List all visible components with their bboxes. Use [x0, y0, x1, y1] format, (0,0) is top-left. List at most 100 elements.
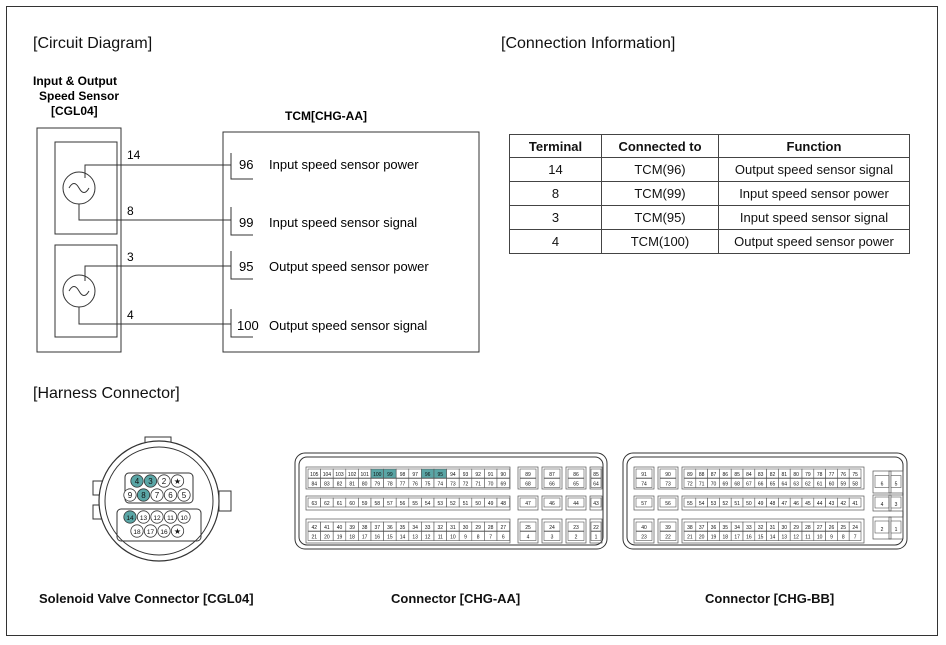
chg-bb-pin-label: 50	[746, 501, 752, 507]
chg-aa-pin	[496, 478, 510, 488]
chg-aa-pin-label: 7	[489, 534, 492, 540]
cgl04-caption: Solenoid Valve Connector [CGL04]	[39, 591, 254, 606]
chg-bb-pin-label: 77	[829, 472, 835, 478]
chg-bb-pin-label: 6	[881, 481, 884, 487]
cgl04-pin-label: 11	[167, 515, 174, 522]
chg-aa-pin-label: 77	[400, 481, 406, 487]
chg-aa-pin-label: 70	[488, 481, 494, 487]
table-cell: TCM(99)	[601, 181, 719, 206]
chg-aa-pin-label: 2	[575, 534, 578, 540]
chg-bb-pin-label: 37	[699, 525, 705, 531]
chg-bb-pin-label: 38	[687, 525, 693, 531]
sensor-housing	[36, 127, 122, 353]
chg-bb-pin-label: 88	[699, 472, 705, 478]
chg-aa-pin-label: 78	[387, 481, 393, 487]
tcm-label-96: Input speed sensor power	[269, 157, 419, 172]
cgl04-pin-label: ★	[174, 477, 181, 486]
table-header-connected-to: Connected to	[601, 134, 719, 158]
chg-bb-pin-label: 61	[817, 481, 823, 487]
chg-aa-pin	[519, 531, 537, 541]
chg-aa-pin-label: 4	[527, 534, 530, 540]
chg-bb-pin-label: 44	[817, 501, 823, 507]
chg-bb-pin	[848, 478, 862, 488]
chg-bb-pin-label: 48	[770, 501, 776, 507]
cgl04-pin-label: ★	[174, 527, 181, 536]
chg-bb-pin-label: 66	[758, 481, 764, 487]
cgl04-pin-label: 6	[168, 491, 173, 500]
chg-bb-pin-label: 34	[734, 525, 740, 531]
wire-8-99	[78, 204, 231, 221]
chg-aa-pin-label: 3	[551, 534, 554, 540]
chg-aa-pin-label: 99	[387, 472, 393, 478]
chg-aa-pin-label: 10	[450, 534, 456, 540]
chg-bb-pin-label: 43	[829, 501, 835, 507]
chg-bb-pin	[848, 521, 862, 532]
chg-aa-pin	[496, 521, 510, 532]
chg-aa-pin-label: 79	[375, 481, 381, 487]
chg-aa-pin-label: 91	[488, 472, 494, 478]
chg-bb-pin-label: 33	[746, 525, 752, 531]
sensor-title-line2: Speed Sensor	[39, 89, 119, 103]
chg-aa-pin-label: 101	[361, 472, 370, 478]
chg-bb-pin-label: 56	[665, 501, 671, 507]
chg-aa-pin-label: 47	[525, 501, 531, 507]
chg-aa-pin-label: 41	[324, 525, 330, 531]
chg-aa-pin-label: 82	[337, 481, 343, 487]
chg-aa-pin-label: 66	[549, 481, 555, 487]
chg-aa-pin-label: 40	[337, 525, 343, 531]
chg-bb-pin-label: 26	[829, 525, 835, 531]
chg-bb-pin-label: 45	[805, 501, 811, 507]
tcm-box	[222, 131, 480, 353]
chg-bb-pin-label: 70	[711, 481, 717, 487]
cgl04-pin	[177, 488, 191, 502]
chg-bb-pin-label: 67	[746, 481, 752, 487]
chg-aa-pin	[496, 497, 510, 508]
cgl04-pin-label: 18	[133, 529, 141, 536]
chg-bb-pin	[635, 478, 653, 488]
chg-aa-pin-label: 30	[463, 525, 469, 531]
chg-aa-pin-label: 48	[501, 501, 507, 507]
table-cell: Input speed sensor signal	[718, 205, 910, 230]
chg-aa-pin-label: 51	[463, 501, 469, 507]
chg-aa-pin-label: 8	[477, 534, 480, 540]
cgl04-pin	[143, 524, 158, 538]
chg-bb-pin-label: 76	[841, 472, 847, 478]
chg-bb-pin-label: 47	[782, 501, 788, 507]
chg-aa-pin-label: 9	[464, 534, 467, 540]
chg-aa-pin-label: 95	[438, 472, 444, 478]
chg-aa-pin-label: 105	[310, 472, 319, 478]
chg-bb-pin-label: 40	[641, 525, 647, 531]
input-speed-sensor-element	[54, 141, 118, 235]
table-row: 3 TCM(95) Input speed sensor signal	[509, 205, 910, 230]
chg-bb-pin-label: 55	[687, 501, 693, 507]
chg-aa-pin-label: 104	[323, 472, 332, 478]
chg-aa-pin	[543, 468, 561, 479]
chg-bb-pin-label: 91	[641, 472, 647, 478]
chg-aa-pin	[543, 497, 561, 508]
chg-aa-pin-label: 21	[312, 534, 318, 540]
chg-aa-pin-label: 12	[425, 534, 431, 540]
chg-bb-pin-label: 8	[842, 534, 845, 540]
chg-bb-pin-label: 5	[895, 481, 898, 487]
chg-aa-pin-label: 97	[412, 472, 418, 478]
chg-aa-pin	[543, 531, 561, 541]
chg-bb-pin-label: 72	[687, 481, 693, 487]
chg-bb-pin	[890, 475, 902, 488]
cgl04-pin	[157, 524, 171, 538]
chg-aa-pin-label: 83	[324, 481, 330, 487]
chg-bb-pin-label: 86	[723, 472, 729, 478]
table-cell: 14	[509, 157, 602, 182]
chg-aa-pin	[519, 468, 537, 479]
table-row: 8 TCM(99) Input speed sensor power	[509, 181, 910, 206]
chg-bb-pin-label: 36	[711, 525, 717, 531]
chg-bb-pin-label: 60	[829, 481, 835, 487]
chg-bb-pin	[890, 496, 902, 509]
chg-aa-pin-label: 49	[488, 501, 494, 507]
chg-aa-pin-label: 68	[525, 481, 531, 487]
table-row: 14 TCM(96) Output speed sensor signal	[509, 157, 910, 182]
chg-bb-pin	[848, 497, 862, 508]
chg-aa-pin-label: 64	[593, 481, 599, 487]
chg-bb-caption: Connector [CHG-BB]	[705, 591, 835, 606]
chg-bb-pin-label: 18	[723, 534, 729, 540]
